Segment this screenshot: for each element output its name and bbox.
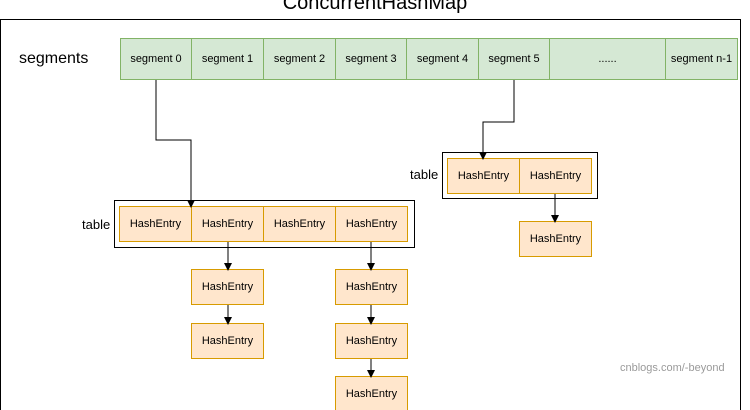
left-chain4-entry-2: HashEntry xyxy=(335,323,408,359)
segment-5: segment 5 xyxy=(478,38,550,80)
segment-n-minus-1: segment n-1 xyxy=(665,38,738,80)
segment-2: segment 2 xyxy=(263,38,336,80)
left-chain2-entry-2: HashEntry xyxy=(191,323,264,359)
right-table-entry-2: HashEntry xyxy=(519,158,592,194)
left-chain4-entry-1: HashEntry xyxy=(335,269,408,305)
diagram-title: ConcurrentHashMap xyxy=(282,0,468,14)
outer-frame xyxy=(0,19,741,410)
segment-1: segment 1 xyxy=(191,38,264,80)
left-table-entry-4: HashEntry xyxy=(335,206,408,242)
segment-0: segment 0 xyxy=(120,38,192,80)
left-table-box xyxy=(114,200,415,248)
left-table-entry-1: HashEntry xyxy=(119,206,192,242)
right-table-entry-1: HashEntry xyxy=(447,158,520,194)
watermark: cnblogs.com/-beyond xyxy=(620,362,725,374)
segments-label: segments xyxy=(19,50,89,67)
left-chain2-entry-1: HashEntry xyxy=(191,269,264,305)
right-table-box xyxy=(442,152,598,199)
segment-ellipsis: ...... xyxy=(549,38,666,80)
right-chain2-entry-1: HashEntry xyxy=(519,221,592,257)
left-table-entry-2: HashEntry xyxy=(191,206,264,242)
segment-3: segment 3 xyxy=(335,38,407,80)
table-label-left: table xyxy=(82,217,111,232)
segment-4: segment 4 xyxy=(406,38,479,80)
table-label-right: table xyxy=(410,167,439,182)
left-chain4-entry-3: HashEntry xyxy=(335,376,408,410)
left-table-entry-3: HashEntry xyxy=(263,206,336,242)
